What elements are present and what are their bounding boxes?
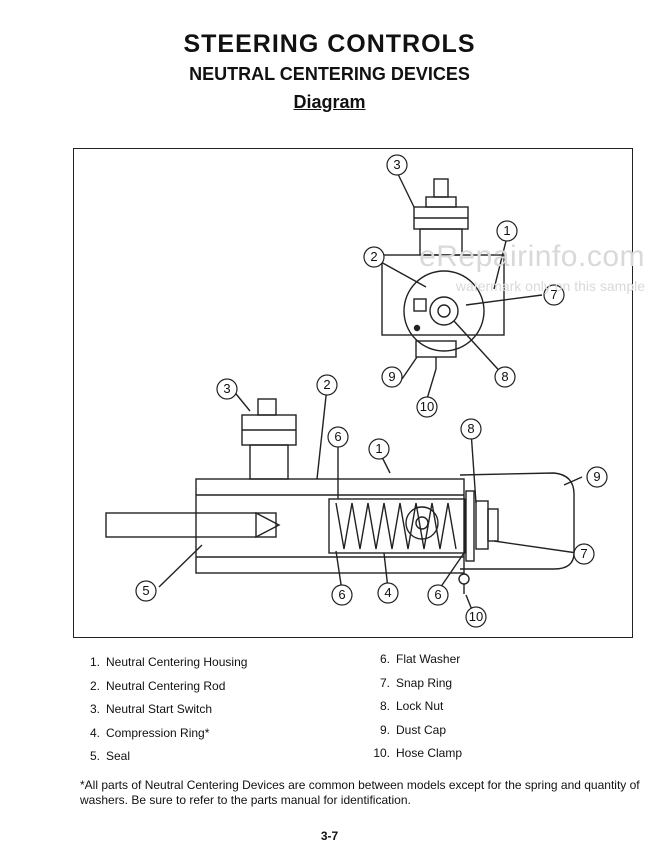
callout-6-bottom-right: 6 <box>427 584 449 606</box>
list-item: 4.Compression Ring* <box>89 725 210 740</box>
switch-body <box>419 228 463 256</box>
centering-plate <box>403 270 485 352</box>
svg-text:2: 2 <box>370 249 377 264</box>
svg-text:9: 9 <box>593 469 600 484</box>
svg-text:6: 6 <box>334 429 341 444</box>
svg-text:7: 7 <box>580 546 587 561</box>
svg-text:3: 3 <box>223 381 230 396</box>
compression-spring <box>335 502 457 550</box>
callout-8-side: 8 <box>460 418 482 440</box>
parts-list-right: 6.Flat Washer 7.Snap Ring 8.Lock Nut 9.D… <box>372 652 462 770</box>
svg-text:7: 7 <box>550 287 557 302</box>
callout-5-side: 5 <box>135 580 157 602</box>
svg-text:6: 6 <box>338 587 345 602</box>
callout-6-bottom-left: 6 <box>331 584 353 606</box>
page-number: 3-7 <box>320 829 339 843</box>
svg-text:10: 10 <box>469 609 483 624</box>
section-heading: Diagram <box>293 92 366 112</box>
list-item: 7.Snap Ring <box>379 675 453 690</box>
callout-6-side: 6 <box>327 426 349 448</box>
list-item: 6.Flat Washer <box>379 652 461 666</box>
svg-text:2: 2 <box>323 377 330 392</box>
svg-text:10: 10 <box>420 399 434 414</box>
page-subtitle: NEUTRAL CENTERING DEVICES <box>189 64 470 84</box>
switch-stem <box>433 178 449 198</box>
callout-3-top: 3 <box>386 154 408 176</box>
list-item: 2.Neutral Centering Rod <box>89 678 226 693</box>
callout-1-side: 1 <box>368 438 390 460</box>
footnote: *All parts of Neutral Centering Devices … <box>80 778 640 807</box>
diagram-frame: 3 1 2 7 9 8 10 3 2 6 1 9 8 7 5 6 4 6 10 <box>73 148 633 638</box>
housing-side-view <box>195 478 465 574</box>
svg-text:6: 6 <box>434 587 441 602</box>
callout-2-side: 2 <box>316 374 338 396</box>
list-item: 5.Seal <box>89 749 131 763</box>
svg-text:1: 1 <box>503 223 510 238</box>
page-title: STEERING CONTROLS <box>183 30 476 58</box>
callout-2-top: 2 <box>363 246 385 268</box>
callout-9-top: 9 <box>381 366 403 388</box>
list-item: 1.Neutral Centering Housing <box>89 655 248 669</box>
callout-7-top: 7 <box>543 284 565 306</box>
parts-diagram: 3 1 2 7 9 8 10 3 2 6 1 9 8 7 5 6 4 6 10 <box>105 154 608 628</box>
spring-area <box>328 498 466 554</box>
callout-7-side: 7 <box>573 543 595 565</box>
callout-9-side: 9 <box>586 466 608 488</box>
switch-cap <box>425 196 457 208</box>
callout-3-side: 3 <box>216 378 238 400</box>
list-item: 9.Dust Cap <box>379 722 447 737</box>
list-item: 8.Lock Nut <box>379 699 444 713</box>
svg-text:1: 1 <box>375 441 382 456</box>
svg-text:5: 5 <box>142 583 149 598</box>
svg-text:3: 3 <box>393 157 400 172</box>
callout-8-top: 8 <box>494 366 516 388</box>
parts-list-left: 1.Neutral Centering Housing 2.Neutral Ce… <box>84 655 247 773</box>
dust-cap <box>459 472 575 570</box>
callout-1-top: 1 <box>496 220 518 242</box>
callout-10-top: 10 <box>416 396 438 418</box>
list-item: 10.Hose Clamp <box>373 746 463 760</box>
list-item: 3.Neutral Start Switch <box>89 702 213 716</box>
clamp-fitting <box>415 340 457 358</box>
svg-text:4: 4 <box>384 585 391 600</box>
callout-10-side: 10 <box>465 606 487 628</box>
svg-text:9: 9 <box>388 369 395 384</box>
svg-text:8: 8 <box>501 369 508 384</box>
centering-rod <box>105 512 277 538</box>
housing-top-view <box>381 254 505 336</box>
svg-text:8: 8 <box>467 421 474 436</box>
callout-4-side: 4 <box>377 582 399 604</box>
